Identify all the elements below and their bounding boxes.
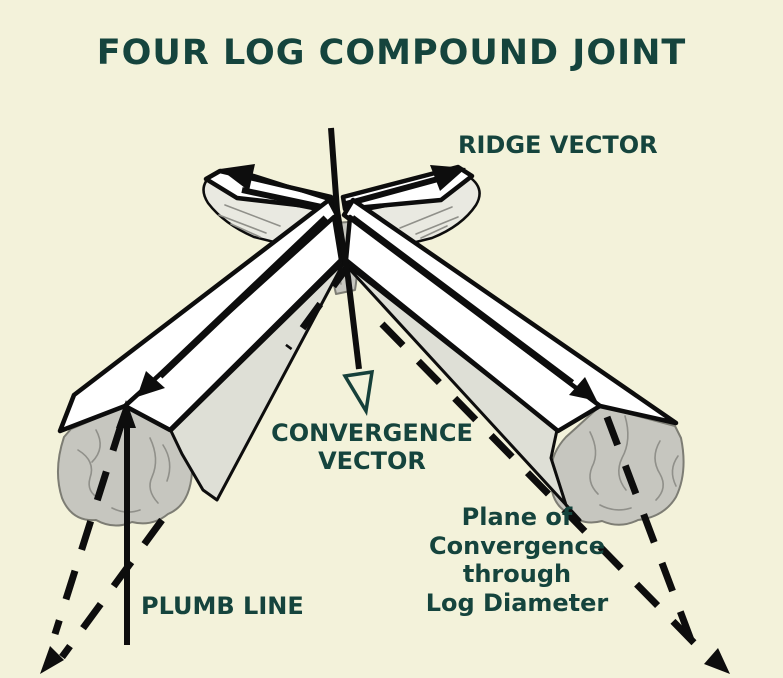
- plane-dashed-left-arrowhead: [40, 646, 64, 674]
- front-left-log: [57, 197, 346, 527]
- log-vector-arrow-right: [349, 215, 597, 401]
- convergence-vector-line: [328, 127, 375, 417]
- plane-label-line3: through: [462, 560, 572, 588]
- ridge-vector-arrow-right: [345, 165, 466, 207]
- plane-of-convergence-lines: [40, 259, 730, 674]
- page-title: FOUR LOG COMPOUND JOINT: [96, 33, 687, 73]
- log-vector-arrow-left: [137, 215, 329, 397]
- plane-of-convergence-label: Plane of Convergence through Log Diamete…: [401, 503, 633, 617]
- log-grain: [399, 206, 459, 239]
- plumb-line-arrowhead: [116, 400, 136, 428]
- plane-dashed-left-lower: [59, 517, 165, 660]
- log-grain: [218, 204, 281, 238]
- log-grain: [589, 415, 679, 511]
- ridge-vector-label: RIDGE VECTOR: [458, 131, 658, 159]
- convergence-vector-label-line2: VECTOR: [318, 447, 426, 475]
- plumb-line-label: PLUMB LINE: [141, 592, 304, 620]
- plane-dashed-right-main: [379, 321, 706, 655]
- ridge-arrow-left-head: [220, 164, 255, 191]
- convergence-vector-open-head: [342, 369, 375, 417]
- plumb-line-arrow: [116, 400, 136, 645]
- front-right-log: [341, 197, 685, 526]
- log-arrow-right-head: [569, 377, 597, 401]
- ridge-arrow-right-head: [430, 165, 466, 191]
- plane-label-line2: Convergence: [429, 531, 605, 560]
- plane-dashed-right-arrowhead: [704, 648, 730, 674]
- convergence-vector-label-line1: CONVERGENCE: [271, 419, 473, 447]
- plane-label-line1: Plane of: [461, 503, 573, 531]
- plane-dashed-right-through-log: [603, 415, 698, 650]
- plane-label-line4: Log Diameter: [425, 588, 609, 617]
- log-arrow-left-head: [137, 371, 165, 397]
- convergence-vector-label: CONVERGENCE VECTOR: [264, 419, 480, 475]
- plane-dashed-left-through-log: [51, 420, 126, 636]
- plane-dashed-left-upper: [285, 259, 354, 351]
